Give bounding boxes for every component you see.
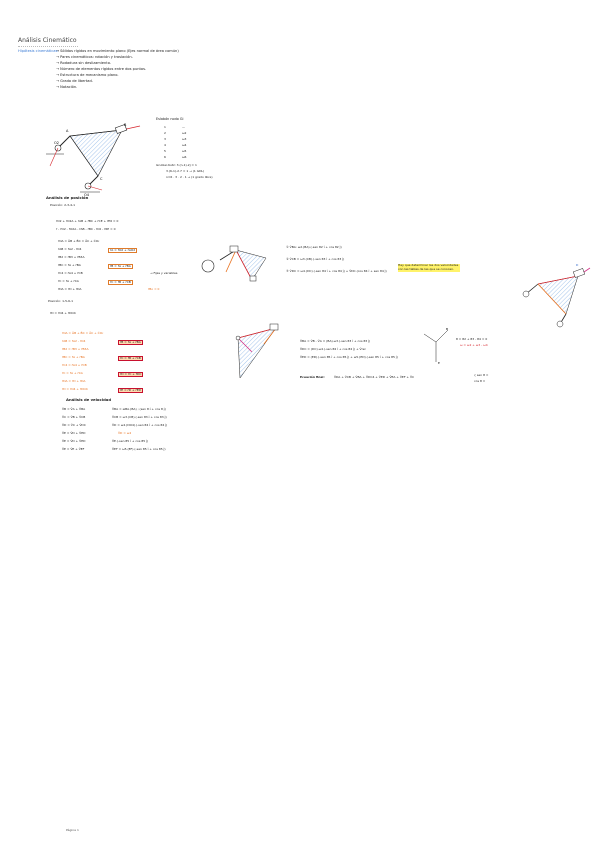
link-table-cell: 2: [164, 131, 166, 135]
label-O2: O2: [54, 141, 59, 145]
velocity-eq-right: V̄EF = ω5·(EF)·(-sen θ5 î + cos θ5 ĵ): [112, 447, 166, 451]
hypothesis-label: Hipótesis cinemáticas:: [18, 49, 59, 53]
position-eq-orange: r̄AB = r̄A2 - r̄O4: [62, 339, 86, 343]
velocity-eq-right: V̄BA = ω̄BA·(BA) ; (sen θ·î + cos θ·ĵ): [112, 407, 166, 411]
page-footer: Página 1: [66, 828, 79, 832]
mechanism-diagram-lower: [235, 323, 279, 379]
final-equation-label: Ecuación final:: [300, 375, 325, 379]
position-eq: r̄C4 = r̄A4 + r̄CB: [58, 271, 83, 275]
right-eq-2: ω = ω2 + ω3 - ω4: [460, 343, 488, 347]
velocity-title: Análisis de velocidad: [66, 397, 112, 402]
position-boxed: r̄A = r̄O2 + r̄AO2: [108, 248, 138, 253]
label-A: A: [66, 129, 69, 133]
vector-label-E: E: [438, 361, 440, 365]
velocity-eq-right: V̄CB = ω3·(CB)·(-sen θ3·î + cos θ3·ĵ): [112, 415, 167, 419]
link-table-header: Eslabón nodo Gi: [156, 117, 184, 121]
hypothesis-item: → Número de elementos rígidos entre dos …: [56, 67, 147, 71]
label-B: B: [124, 123, 127, 127]
middle-eq-3: ③ V̄DC = ω4·(DC)·(-sen θ4 î + cos θ4 ĵ) …: [286, 269, 387, 273]
position-loop-2: r̄ - r̄O2 - r̄O2A - r̄AB - r̄BC - r̄C6 -…: [56, 227, 116, 231]
right-system-2: cos θ =: [474, 379, 486, 383]
right-system-1: { sen θ =: [474, 373, 489, 377]
position-eq: r̄OA = ĀB + B̄C = ĀC + ĈO₂: [58, 239, 100, 243]
position-eq-orange: r̄D = r̄O4 + r̄DO4: [62, 387, 88, 391]
position-eq-orange: r̄OA = ĀB + B̄C = ĀC + ĈO₂: [62, 331, 104, 335]
position-subtitle-2: Posición: 1-5-6-1: [48, 299, 74, 303]
label-C: C: [100, 177, 103, 181]
link-table-cell: ω2: [182, 131, 187, 135]
middle-eq-2: ② V̄CB = ω3·(CB)·(-sen θ3 î + cos θ3 ĵ): [286, 257, 345, 261]
label-O4: O4: [84, 193, 90, 197]
position-eq-orange: r̄B2 = r̄B3 + r̄B3A: [62, 347, 89, 351]
hypothesis-item: → Estructura de mecanismo plano.: [56, 73, 119, 77]
position-boxed-red: r̄C = r̄B + r̄CB: [118, 356, 143, 361]
link-table-cell: ω3: [182, 137, 187, 141]
velocity-eq-right: V̄D = ω4·(DO4)·(-sen θ4 î + cos θ4 ĵ): [112, 423, 168, 427]
velocity-eq-left: V̄D = V̄C + V̄DC: [62, 423, 86, 427]
mechanism-diagram-right: D: [522, 263, 591, 328]
velocity-eq-left: V̄E = V̄E + V̄EF: [62, 447, 85, 451]
link-table-cell: 5: [164, 149, 166, 153]
position-eq-orange: r̄C4 = r̄A4 + r̄CB: [62, 363, 87, 367]
hypothesis-item: → Grado de libertad.: [56, 79, 93, 83]
right-eq-1: θ = θ2 + θ3 - θ4 = 0: [456, 337, 488, 341]
velocity-eq-left: V̄B = V̄A + V̄BA: [62, 407, 86, 411]
middle-eq-4: V̄BA = V̄B - V̄A = (BA)·ω3·(-sen θ3 î + …: [300, 339, 371, 343]
middle-eq-6: V̄ED = (ED)·(-sen θ5 î + cos θ5 ĵ) + ω5·…: [300, 355, 398, 359]
position-subtitle: Posición: 2-3-4-1: [50, 203, 76, 207]
link-table-cell: 4: [164, 143, 166, 147]
hypothesis-item: → Rodadura sin deslizamiento.: [56, 61, 111, 65]
title-underline: [18, 46, 78, 47]
position-note: → Fijas y variables: [150, 271, 178, 275]
position-eq: r̄C = r̄A + r̄CA: [58, 279, 79, 283]
link-table-cell: —: [182, 125, 185, 129]
velocity-eq-left: V̄C = V̄B + V̄CB: [62, 415, 86, 419]
vector-label-B: B: [446, 327, 448, 331]
gruebler-line: 3·(6-1)-2·7 = 1 → (1 GDL): [166, 169, 205, 173]
mechanism-diagram-small: [201, 245, 267, 282]
hypothesis-item: → Notación.: [56, 85, 78, 89]
position-boxed: r̄C = r̄B + r̄CB: [108, 280, 133, 285]
velocity-eq-left: V̄E = V̄D + V̄ED: [62, 431, 86, 435]
final-equation: V̄DA + V̄CB + V̄BA + V̄DC4 + V̄ED + V̄EA…: [334, 375, 415, 379]
velocity-eq-right: V̄E·(-sen θ5 î + cos θ5 ĵ): [112, 439, 149, 443]
right-label-D: D: [576, 263, 579, 267]
link-table-cell: 3: [164, 137, 166, 141]
position-eq: r̄B2 = r̄B3 + r̄B3A: [58, 255, 85, 259]
page-title: Análisis Cinemático: [18, 37, 77, 44]
velocity-eq-left: V̄E = V̄D + V̄ED: [62, 439, 86, 443]
mechanism-diagram-main: O2 A B C O4: [46, 123, 141, 197]
velocity-eq-right: V̄D = ω4: [118, 431, 132, 435]
position-eq: r̄BC = r̄A + r̄BA: [58, 263, 81, 267]
link-table-cell: ω6: [182, 155, 187, 159]
position-boxed-red: r̄B = r̄A + r̄BA: [118, 340, 143, 345]
position-boxed-red: r̄E = r̄D + r̄ED: [118, 388, 143, 393]
vector-sketch: B E: [423, 327, 449, 365]
gruebler-line: Grubler-Kutz: 3·(n-1)-2j = 1: [156, 163, 197, 167]
position-eq: r̄AB = r̄A2 - r̄O4: [58, 247, 82, 251]
link-table-cell: ω4: [182, 143, 187, 147]
position-eq: r̄DA = r̄D + r̄DA: [58, 287, 82, 291]
link-table-cell: ω5: [182, 149, 187, 153]
position-boxed: r̄B = r̄A + r̄BA: [108, 264, 133, 269]
position-eq-orange: r̄C = r̄A + r̄CA: [62, 371, 83, 375]
position-eq: r̄D = r̄O4 + r̄DO4: [50, 311, 76, 315]
position-boxed-red: r̄D = r̄C + r̄DC: [118, 372, 144, 377]
hypothesis-item: → Pares cinemáticos: rotación y traslaci…: [56, 55, 133, 59]
middle-eq-5: V̄DC = (DC)·ω4·(-sen θ4 î + cos θ4 ĵ) + …: [300, 347, 366, 351]
hypothesis-item: → Sólidos rígidos en movimiento plano (E…: [56, 49, 179, 53]
position-title: Análisis de posición: [46, 195, 89, 200]
position-result: r̄Bo = 0: [148, 287, 160, 291]
middle-note: Hay que determinar las dos velocidades c…: [398, 263, 460, 272]
link-table-cell: 1: [164, 125, 166, 129]
gruebler-line: n=6 · 3 · 2 · 1 → (1 grado libre): [166, 175, 213, 179]
link-table-cell: 6: [164, 155, 166, 159]
position-eq-orange: r̄DA = r̄D + r̄DA: [62, 379, 86, 383]
middle-eq-1: ① V̄BA: ω2·(BA)·(-sen θ2 î + cos θ2 ĵ): [286, 245, 342, 249]
position-loop: r̄O2 + r̄O2A + r̄AB + r̄BC + r̄CE + r̄E6…: [56, 219, 119, 223]
position-eq-orange: r̄BC = r̄A + r̄BA: [62, 355, 85, 359]
